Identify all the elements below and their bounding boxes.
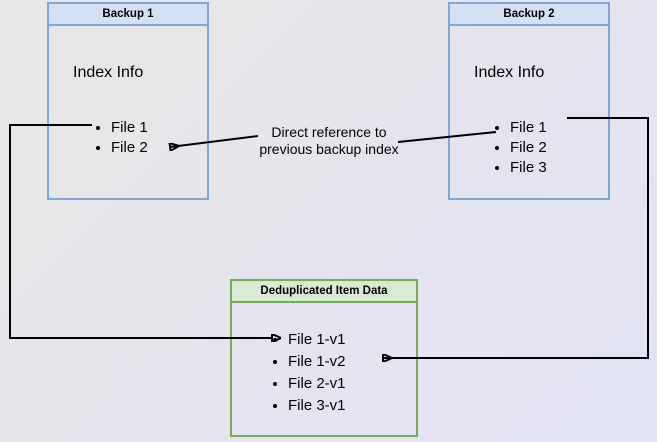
deduplicated-item-data-box[interactable]: Deduplicated Item Data File 1-v1 File 1-… (230, 279, 418, 437)
list-item: File 3 (510, 158, 547, 178)
direct-reference-note-line-2: previous backup index (259, 141, 399, 157)
dedup-file-list: File 1-v1 File 1-v2 File 2-v1 File 3-v1 (270, 329, 346, 417)
backup-2-box[interactable]: Backup 2 Index Info File 1 File 2 File 3 (448, 2, 610, 200)
list-item: File 2-v1 (288, 373, 346, 395)
list-item: File 2 (111, 138, 148, 158)
backup-1-file-list: File 1 File 2 (93, 118, 148, 158)
dedup-body: File 1-v1 File 1-v2 File 2-v1 File 3-v1 (232, 303, 416, 435)
backup-2-body: Index Info File 1 File 2 File 3 (450, 26, 608, 198)
backup-2-title: Backup 2 (450, 4, 608, 26)
dedup-title: Deduplicated Item Data (232, 281, 416, 303)
direct-reference-note-line-1: Direct reference to (271, 124, 387, 140)
list-item: File 1 (510, 118, 547, 138)
list-item: File 1-v2 (288, 351, 346, 373)
backup-1-body: Index Info File 1 File 2 (49, 26, 207, 198)
backup-1-box[interactable]: Backup 1 Index Info File 1 File 2 (47, 2, 209, 200)
backup-2-file-list: File 1 File 2 File 3 (492, 118, 547, 178)
direct-reference-note: Direct reference to previous backup inde… (246, 124, 412, 158)
backup-2-index-info-label: Index Info (474, 64, 545, 81)
list-item: File 1-v1 (288, 329, 346, 351)
backup-1-index-info-label: Index Info (73, 64, 144, 81)
list-item: File 2 (510, 138, 547, 158)
list-item: File 3-v1 (288, 395, 346, 417)
list-item: File 1 (111, 118, 148, 138)
backup-1-title: Backup 1 (49, 4, 207, 26)
